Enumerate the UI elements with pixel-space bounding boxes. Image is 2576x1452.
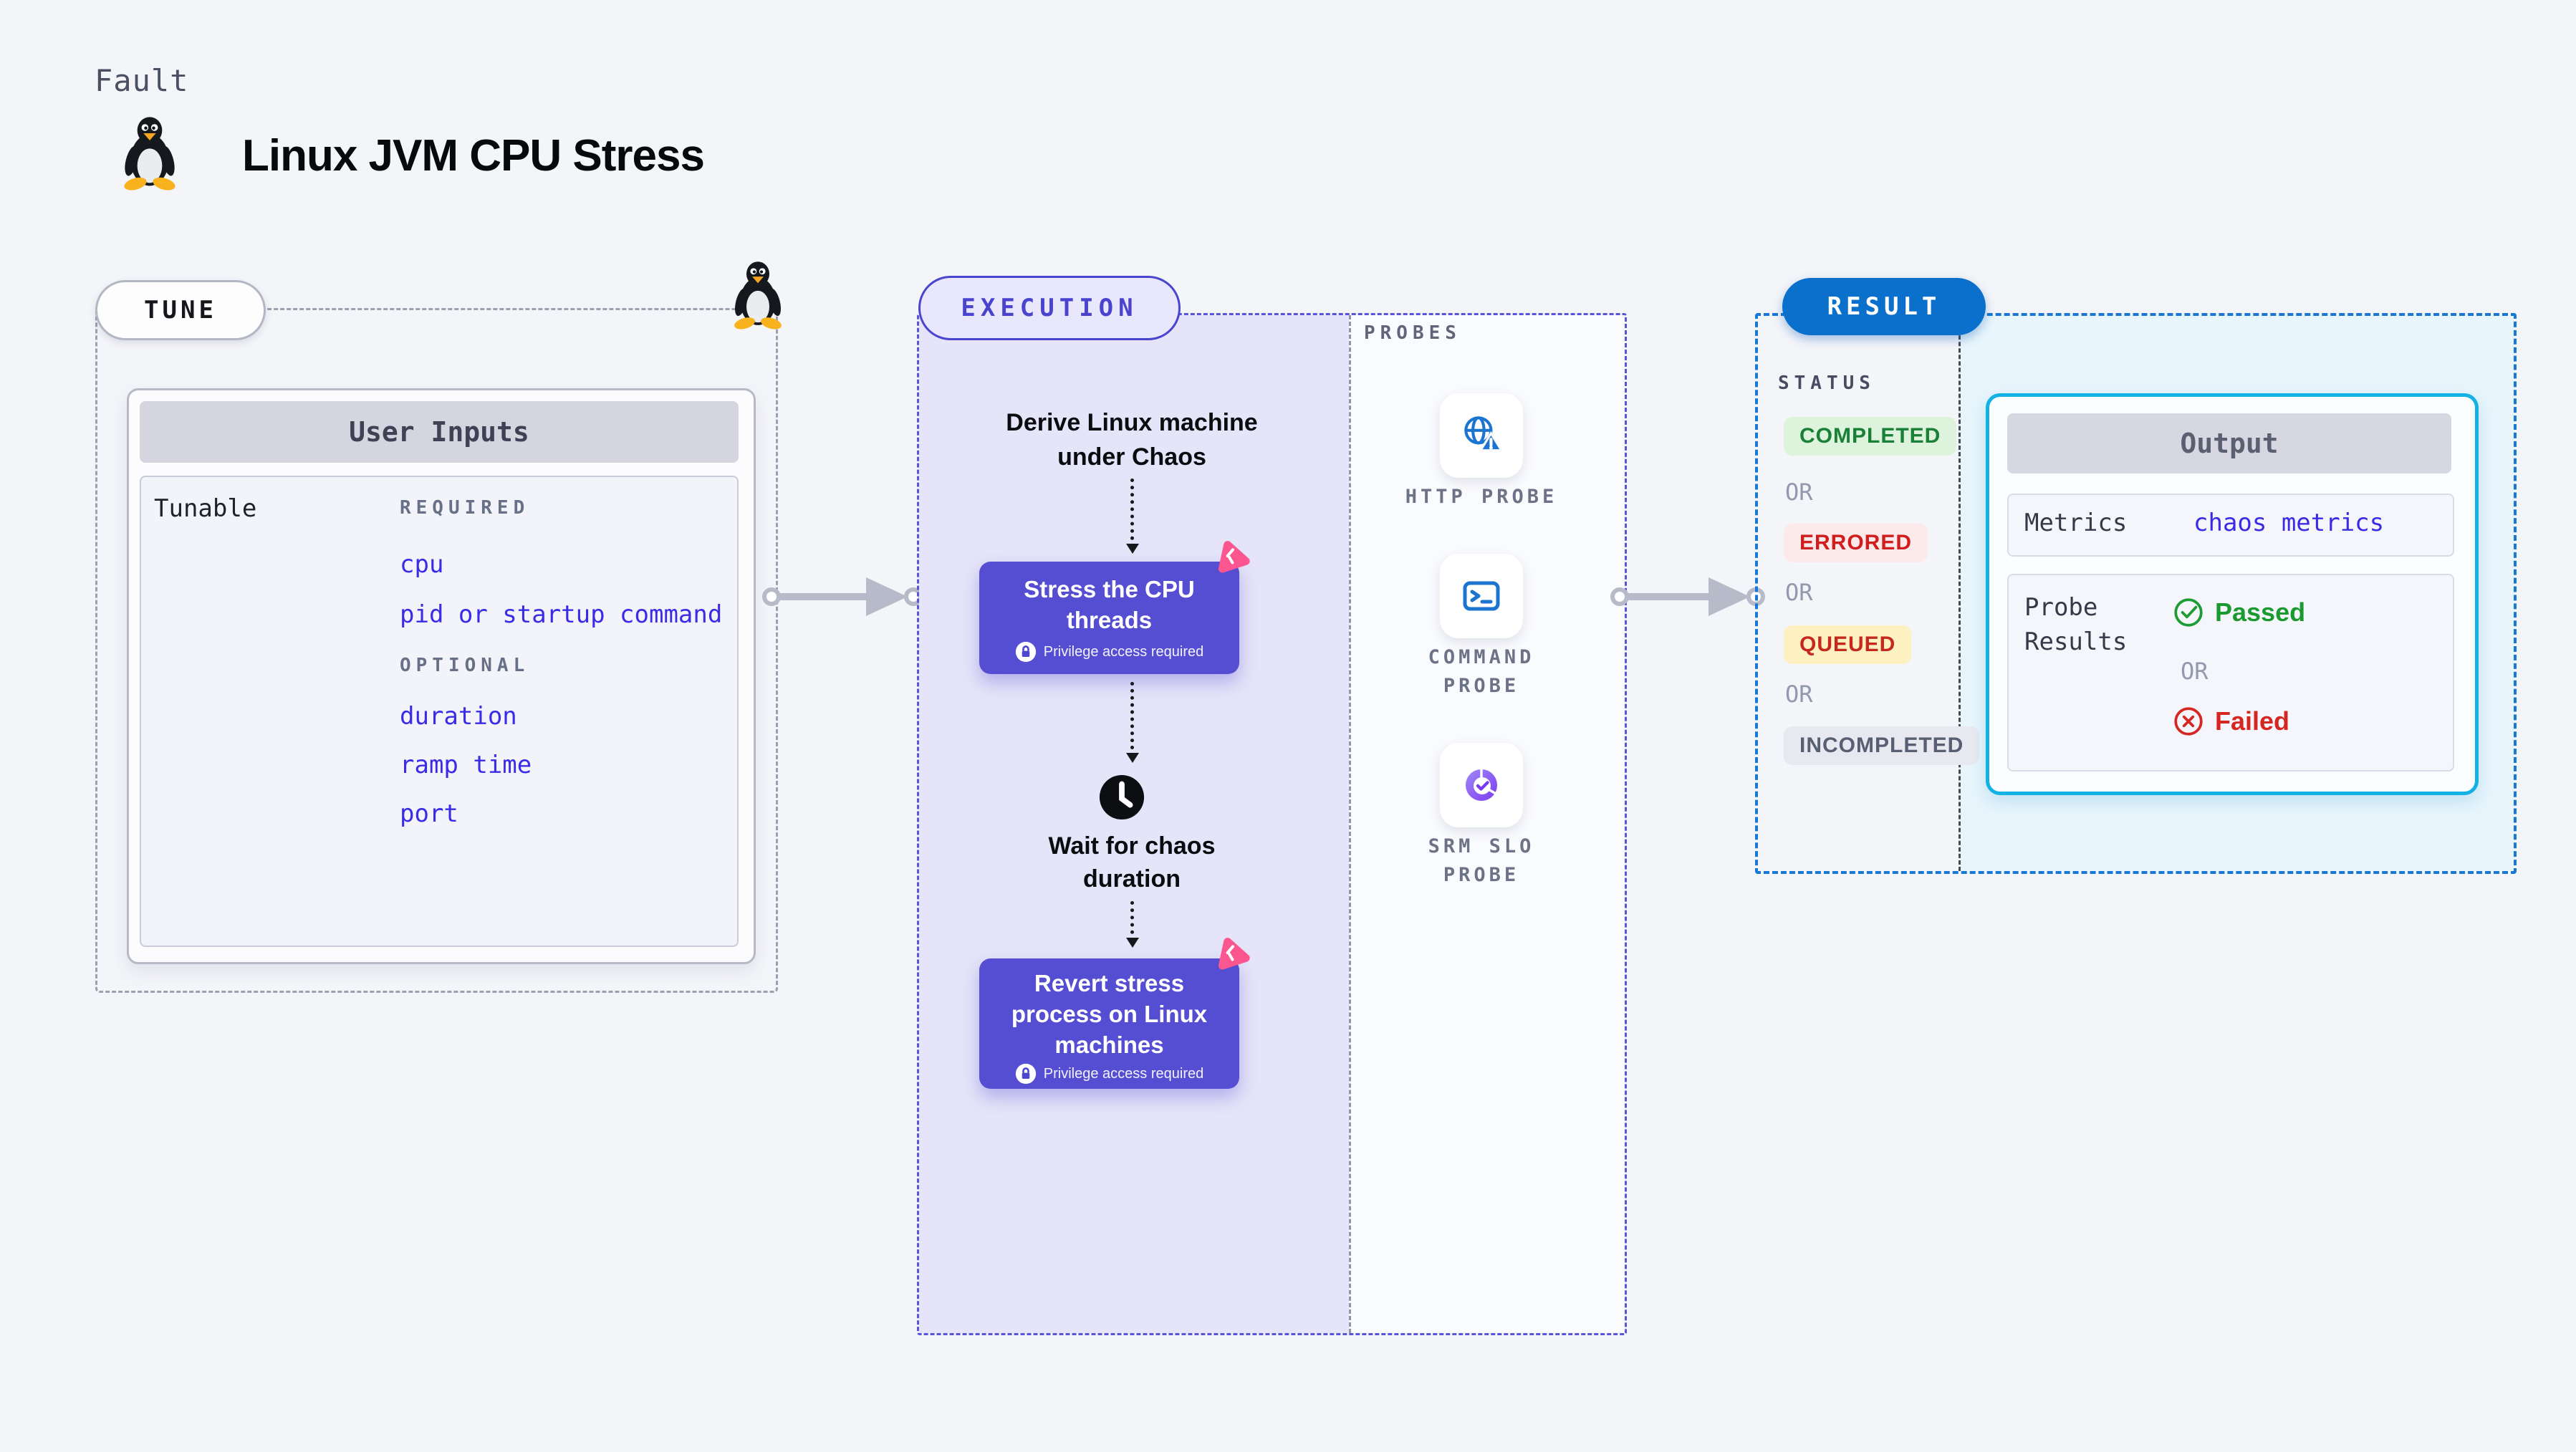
revert-line-3: machines <box>1054 1032 1164 1058</box>
srm-slo-probe-card[interactable] <box>1440 743 1523 827</box>
terminal-icon <box>1463 581 1500 611</box>
probe-label-line: COMMAND <box>1428 646 1535 668</box>
or-separator: OR <box>2181 658 2209 685</box>
metrics-row <box>2007 494 2454 557</box>
chaos-fault-icon <box>1218 541 1250 573</box>
probe-results-line: Results <box>2024 628 2128 656</box>
revert-line-2: process on Linux <box>1011 1001 1208 1027</box>
linux-tux-icon <box>734 261 782 330</box>
globe-alert-icon <box>1464 416 1504 452</box>
tune-section-box <box>95 308 778 993</box>
metrics-value-link[interactable]: chaos metrics <box>2193 509 2385 537</box>
wait-clock-icon <box>1099 774 1145 820</box>
output-card-header: Output <box>2007 413 2451 473</box>
flow-arrow-down-icon <box>1126 682 1139 763</box>
wait-line-2: duration <box>1083 865 1181 893</box>
passed-verdict: Passed <box>2172 596 2305 629</box>
probe-label-line: SRM SLO <box>1428 835 1535 857</box>
execution-probes-divider <box>1349 315 1351 1333</box>
probe-label-line: PROBE <box>1443 675 1520 697</box>
status-heading: STATUS <box>1778 372 1875 394</box>
linux-tux-icon <box>124 117 176 191</box>
execution-to-result-arrow <box>1610 577 1765 616</box>
user-inputs-header: User Inputs <box>140 401 739 463</box>
tunable-link-cpu[interactable]: cpu <box>400 550 444 579</box>
probe-label-line: PROBE <box>1443 864 1520 886</box>
check-circle-icon <box>2174 598 2203 627</box>
tune-to-execution-arrow <box>762 577 923 616</box>
or-separator: OR <box>1785 681 1813 708</box>
or-separator: OR <box>1785 479 1813 506</box>
chaos-fault-icon <box>1218 938 1250 970</box>
flow-arrow-down-icon <box>1126 479 1139 554</box>
stress-cpu-action-box: Stress the CPU threads Privilege access … <box>979 562 1239 674</box>
probe-results-row <box>2007 574 2454 771</box>
metrics-label: Metrics <box>2024 509 2128 537</box>
revert-stress-action-box: Revert stress process on Linux machines … <box>979 958 1239 1089</box>
revert-line-1: Revert stress <box>1034 970 1185 996</box>
probe-results-label: Probe Results <box>2024 590 2127 659</box>
tune-badge: TUNE <box>95 280 266 340</box>
required-heading: REQUIRED <box>400 497 530 519</box>
privilege-note: Privilege access required <box>1043 643 1204 660</box>
wait-step-label: Wait for chaos duration <box>989 830 1275 895</box>
failed-label: Failed <box>2215 706 2290 736</box>
probes-heading: PROBES <box>1364 322 1461 344</box>
probe-label-line: HTTP PROBE <box>1405 486 1558 508</box>
page-title: Linux JVM CPU Stress <box>242 131 705 181</box>
result-badge: RESULT <box>1782 278 1986 335</box>
tunable-link-pid-or-startup-command[interactable]: pid or startup command <box>400 600 723 629</box>
stress-line-1: Stress the CPU <box>1024 576 1195 602</box>
execution-flow-panel <box>919 315 1349 1333</box>
tunable-link-duration[interactable]: duration <box>400 702 517 731</box>
execution-badge: EXECUTION <box>918 276 1181 340</box>
execution-section-box <box>917 313 1627 1335</box>
tunable-row-label: Tunable <box>154 494 257 523</box>
fault-kicker: Fault <box>95 63 189 98</box>
probe-results-line: Probe <box>2024 593 2098 622</box>
command-probe-card[interactable] <box>1440 554 1523 638</box>
wait-line-1: Wait for chaos <box>1048 832 1216 860</box>
derive-line-1: Derive Linux machine <box>1006 409 1258 436</box>
user-inputs-panel <box>140 476 739 947</box>
derive-step-label: Derive Linux machine under Chaos <box>953 405 1311 474</box>
privilege-note: Privilege access required <box>1043 1065 1204 1082</box>
http-probe-label[interactable]: HTTP PROBE <box>1363 483 1600 511</box>
lock-icon <box>1015 1063 1036 1085</box>
status-chip-queued: QUEUED <box>1784 625 1912 664</box>
derive-line-2: under Chaos <box>1057 443 1206 471</box>
lock-icon <box>1015 641 1036 663</box>
http-probe-card[interactable] <box>1440 393 1523 478</box>
tunable-link-port[interactable]: port <box>400 799 458 828</box>
status-chip-completed: COMPLETED <box>1784 417 1957 456</box>
or-separator: OR <box>1785 579 1813 606</box>
x-circle-icon <box>2174 707 2203 736</box>
tunable-link-ramp-time[interactable]: ramp time <box>400 751 532 779</box>
stress-line-2: threads <box>1066 607 1153 633</box>
passed-label: Passed <box>2215 597 2306 627</box>
command-probe-label[interactable]: COMMAND PROBE <box>1363 643 1600 701</box>
flow-arrow-down-icon <box>1126 901 1139 948</box>
failed-verdict: Failed <box>2172 705 2289 738</box>
optional-heading: OPTIONAL <box>400 655 530 676</box>
status-chip-incompleted: INCOMPLETED <box>1784 726 1980 765</box>
srm-slo-probe-label[interactable]: SRM SLO PROBE <box>1363 832 1600 890</box>
status-output-divider <box>1959 316 1961 871</box>
slo-pie-icon <box>1466 769 1497 801</box>
status-chip-errored: ERRORED <box>1784 524 1928 562</box>
